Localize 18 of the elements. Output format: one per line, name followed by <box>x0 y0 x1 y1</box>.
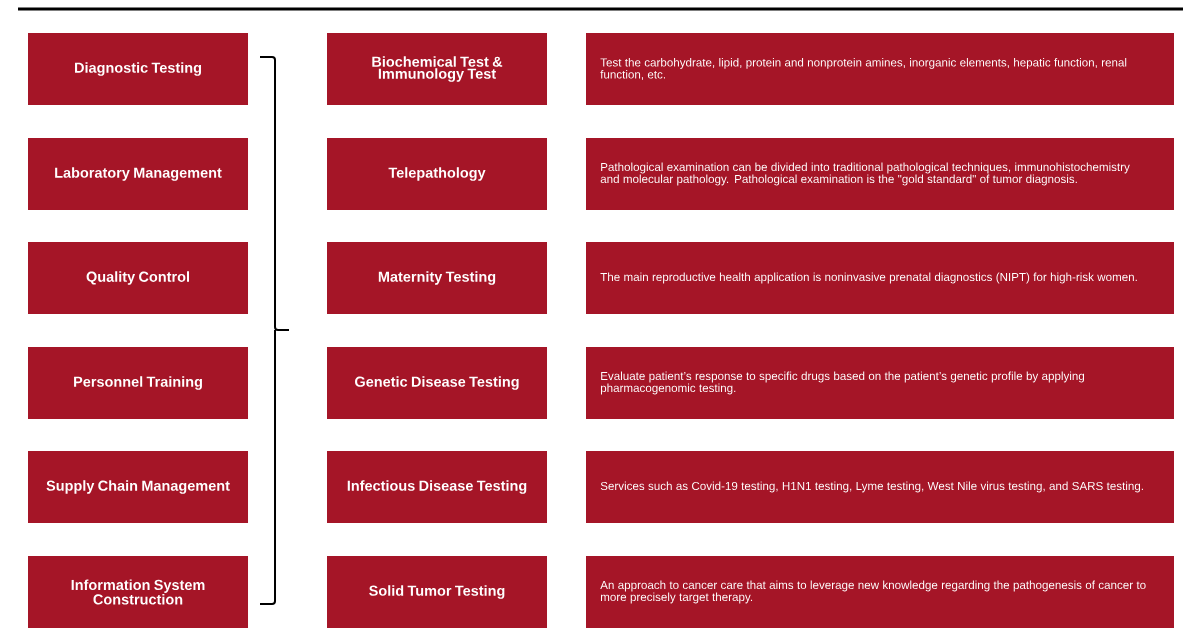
category-box: Maternity Testing <box>327 242 547 314</box>
category-box: Infectious Disease Testing <box>327 451 547 523</box>
category-box: Personnel Training <box>28 347 248 419</box>
category-box: Supply Chain Management <box>28 451 248 523</box>
category-box: Biochemical Test & Immunology Test <box>327 33 547 105</box>
category-box: Laboratory Management <box>28 138 248 210</box>
category-box: Information System Construction <box>28 556 248 628</box>
description-box: An approach to cancer care that aims to leverage new knowledge regarding the pathogenesis of cancer to more precisely target therapy. <box>586 556 1174 628</box>
category-box: Telepathology <box>327 138 547 210</box>
category-box: Solid Tumor Testing <box>327 556 547 628</box>
description-box: Evaluate patient’s response to specific drugs based on the patient’s genetic profile by applying pharmacogenomic testing. <box>586 347 1174 419</box>
description-box: Services such as Covid-19 testing, H1N1 testing, Lyme testing, West Nile virus testing, and SARS testing. <box>586 451 1174 523</box>
category-box: Diagnostic Testing <box>28 33 248 105</box>
description-box: Pathological examination can be divided into traditional pathological techniques, immunohistochemistry and molecular pathology. Pathological examination is the "gold standard" of tumor diagnosis. <box>586 138 1174 210</box>
description-box: Test the carbohydrate, lipid, protein and nonprotein amines, inorganic elements, hepatic function, renal function, etc. <box>586 33 1174 105</box>
description-box: The main reproductive health application is noninvasive prenatal diagnostics (NIPT) for high-risk women. <box>586 242 1174 314</box>
category-box: Genetic Disease Testing <box>327 347 547 419</box>
category-box: Quality Control <box>28 242 248 314</box>
